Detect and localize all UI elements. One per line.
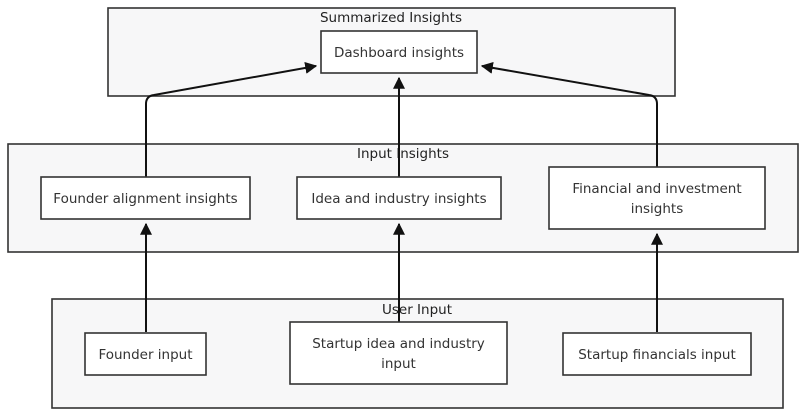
node-startup-financials-input-label: Startup financials input — [578, 347, 736, 363]
node-founder-input-label: Founder input — [98, 347, 192, 363]
node-startup-idea-industry-input-label-line1: Startup idea and industry — [312, 336, 485, 352]
node-founder-alignment-insights: Founder alignment insights — [40, 176, 251, 220]
node-startup-idea-industry-input-label-line2: input — [381, 356, 416, 372]
edge-founder-alignment-to-dashboard — [145, 61, 318, 177]
node-startup-idea-industry-input: Startup idea and industry input — [289, 321, 508, 385]
node-financial-investment-insights-label-line1: Financial and investment — [572, 181, 741, 197]
group-input-insights-title: Input Insights — [357, 146, 449, 162]
node-financial-investment-insights-label-line2: insights — [631, 201, 684, 217]
node-dashboard-insights-label: Dashboard insights — [334, 45, 464, 61]
edges — [140, 61, 663, 332]
node-founder-input: Founder input — [84, 332, 207, 376]
node-startup-idea-industry-input-box — [289, 321, 508, 385]
node-idea-industry-insights-label: Idea and industry insights — [311, 191, 486, 207]
group-summarized-insights-title: Summarized Insights — [320, 10, 462, 26]
group-user-input-title: User Input — [382, 302, 452, 318]
node-founder-input-box — [84, 332, 207, 376]
edge-financial-investment-to-dashboard — [480, 61, 658, 167]
node-dashboard-insights-box — [320, 30, 478, 74]
node-founder-alignment-insights-box — [40, 176, 251, 220]
node-founder-alignment-insights-label: Founder alignment insights — [53, 191, 237, 207]
group-summarized-insights: Summarized Insights — [107, 7, 676, 97]
node-financial-investment-insights: Financial and investment insights — [548, 166, 766, 230]
node-dashboard-insights: Dashboard insights — [320, 30, 478, 74]
node-startup-financials-input: Startup financials input — [562, 332, 752, 376]
node-startup-financials-input-box — [562, 332, 752, 376]
node-idea-industry-insights-box — [296, 176, 502, 220]
node-financial-investment-insights-box — [548, 166, 766, 230]
node-idea-industry-insights: Idea and industry insights — [296, 176, 502, 220]
